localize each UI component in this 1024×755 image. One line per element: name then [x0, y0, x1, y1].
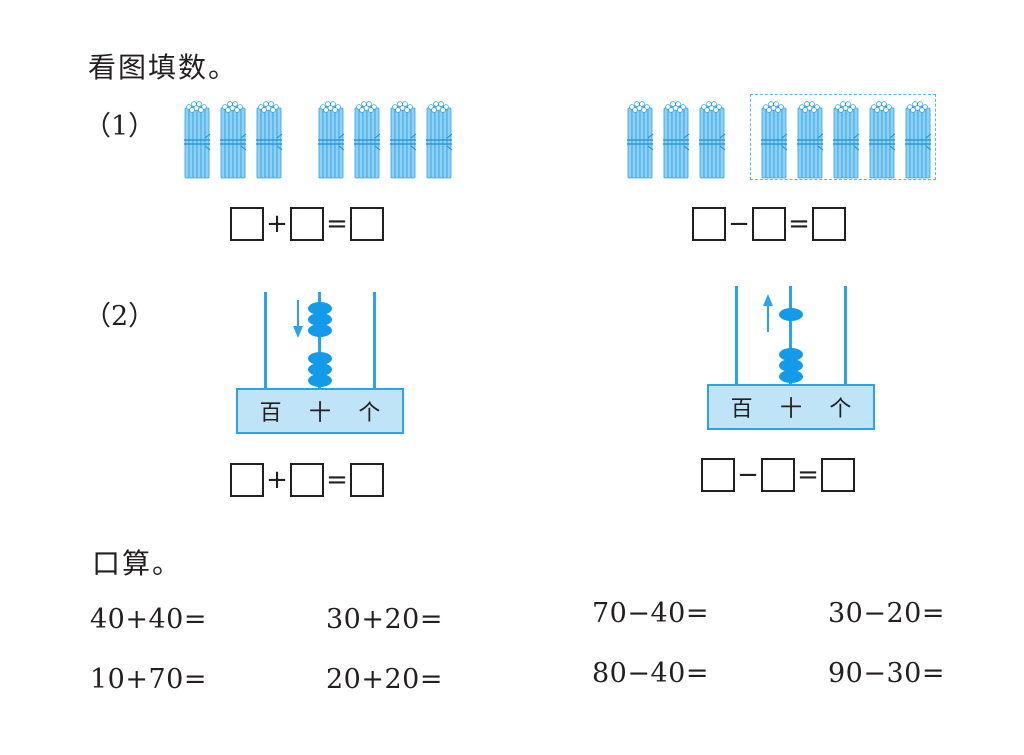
abacus-bead [779, 308, 803, 321]
stick-bundle-icon [425, 100, 453, 180]
math-problem: 40+40= [90, 604, 207, 635]
answer-box[interactable] [821, 458, 855, 492]
section-title-mental-math: 口算。 [92, 547, 183, 580]
stick-bundle-icon [389, 100, 417, 180]
stick-bundle-icon [698, 100, 726, 180]
part-1-label: （1） [84, 111, 156, 142]
abacus-rod-ones [844, 286, 847, 384]
answer-box[interactable] [350, 207, 384, 241]
equals-sign: = [326, 209, 348, 239]
abacus-rod-ones [373, 292, 376, 388]
abacus-bead [308, 324, 332, 337]
place-hundreds-label: 百 [730, 397, 753, 422]
abacus-bead [308, 374, 332, 387]
answer-box[interactable] [290, 207, 324, 241]
abacus-bead [308, 313, 332, 326]
math-problem: 20+20= [326, 664, 443, 695]
stick-bundle-icon [832, 100, 860, 180]
abacus-rod-tens [318, 292, 321, 388]
equation-addition-1: + = [230, 207, 384, 241]
place-hundreds-label: 百 [259, 401, 282, 426]
abacus-rod-hundreds [735, 286, 738, 384]
place-ones-label: 个 [829, 397, 852, 422]
math-problem: 30+20= [326, 604, 443, 635]
plus-sign: + [266, 209, 288, 239]
stick-bundle-icon [255, 100, 283, 180]
math-problem: 10+70= [90, 664, 207, 695]
math-problem: 80−40= [592, 658, 709, 689]
minus-sign: − [728, 209, 750, 239]
abacus-bead [308, 352, 332, 365]
equals-sign: = [326, 465, 348, 495]
stick-bundle-icon [662, 100, 690, 180]
stick-bundle-icon [183, 100, 211, 180]
abacus-base: 百 十 个 [236, 388, 404, 434]
stick-bundle-icon [796, 100, 824, 180]
part-2-label: （2） [84, 301, 156, 332]
place-tens-label: 十 [308, 401, 331, 426]
answer-box[interactable] [290, 463, 324, 497]
equation-subtraction-1: − = [692, 207, 846, 241]
stick-bundle-icon [868, 100, 896, 180]
answer-box[interactable] [692, 207, 726, 241]
place-ones-label: 个 [358, 401, 381, 426]
stick-bundle-icon [353, 100, 381, 180]
equation-subtraction-2: − = [701, 458, 855, 492]
stick-bundle-icon [626, 100, 654, 180]
abacus-bead [779, 370, 803, 383]
stick-bundle-icon [219, 100, 247, 180]
abacus-base: 百 十 个 [707, 384, 875, 430]
abacus-bead [779, 348, 803, 361]
answer-box[interactable] [350, 463, 384, 497]
stick-bundle-icon [317, 100, 345, 180]
place-tens-label: 十 [779, 397, 802, 422]
equation-addition-2: + = [230, 463, 384, 497]
abacus-bead [308, 302, 332, 315]
bundles-left-group [183, 100, 453, 182]
math-problem: 30−20= [828, 598, 945, 629]
bundles-right-group [626, 94, 946, 182]
arrow-up-icon [763, 294, 773, 332]
equals-sign: = [788, 209, 810, 239]
abacus-bead [779, 359, 803, 372]
dashed-selection-box [750, 94, 936, 180]
answer-box[interactable] [761, 458, 795, 492]
abacus-rod-hundreds [264, 292, 267, 388]
math-problem: 90−30= [828, 658, 945, 689]
stick-bundle-icon [904, 100, 932, 180]
minus-sign: − [737, 460, 759, 490]
arrow-down-icon [293, 300, 303, 338]
section-title-fill-numbers: 看图填数。 [88, 51, 239, 84]
answer-box[interactable] [812, 207, 846, 241]
answer-box[interactable] [752, 207, 786, 241]
abacus-right: 百 十 个 [707, 286, 875, 432]
equals-sign: = [797, 460, 819, 490]
math-problem: 70−40= [592, 598, 709, 629]
abacus-rod-tens [789, 286, 792, 384]
abacus-bead [308, 363, 332, 376]
abacus-left: 百 十 个 [236, 290, 404, 436]
answer-box[interactable] [230, 207, 264, 241]
plus-sign: + [266, 465, 288, 495]
answer-box[interactable] [701, 458, 735, 492]
stick-bundle-icon [760, 100, 788, 180]
answer-box[interactable] [230, 463, 264, 497]
